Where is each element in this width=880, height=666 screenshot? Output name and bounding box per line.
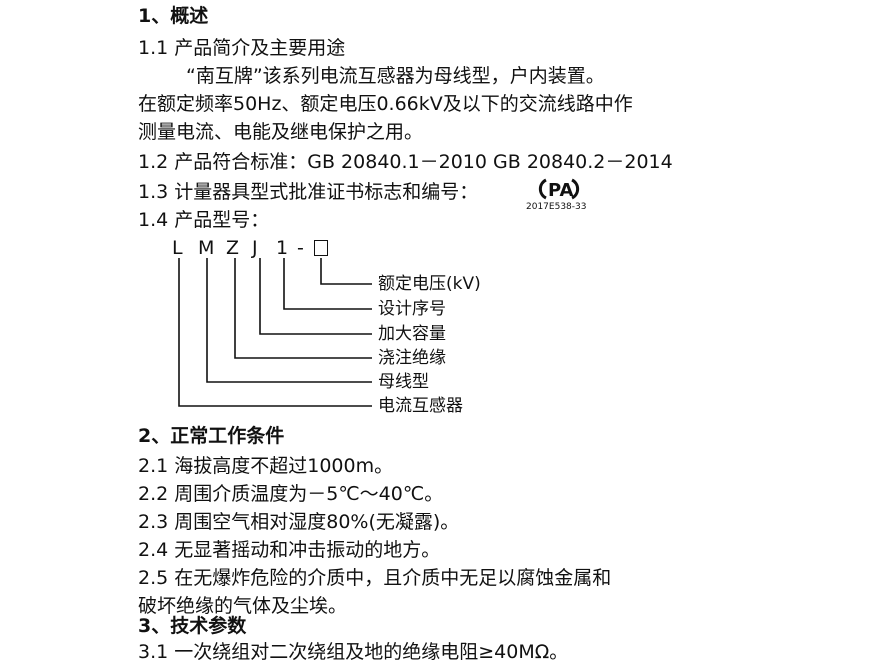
label-increased-capacity: 加大容量 [378,324,446,344]
model-digit-1: 1 [276,237,289,259]
label-rated-voltage: 额定电压(kV) [378,274,481,294]
cpa-logo-icon: PA [538,178,580,200]
condition-2-2: 2.2 周围介质温度为－5℃～40℃。 [138,483,444,505]
parameter-3-1: 3.1 一次绕组对二次绕组及地的绝缘电阻≥40MΩ。 [138,641,569,663]
model-letter-l: L [172,237,183,259]
section-1-heading: 1、概述 [138,5,209,27]
voltage-placeholder-box [314,240,328,256]
section-2-heading: 2、正常工作条件 [138,425,285,447]
model-letter-j: J [252,237,258,259]
model-letter-z: Z [226,237,240,259]
label-design-number: 设计序号 [378,299,446,319]
condition-2-5-line-1: 2.5 在无爆炸危险的介质中，且介质中无足以腐蚀金属和 [138,567,612,589]
label-current-transformer: 电流互感器 [378,396,463,416]
cpa-mark-text: PA [548,180,574,200]
model-letter-m: M [198,237,215,259]
paragraph-line-2: 在额定频率50Hz、额定电压0.66kV及以下的交流线路中作 [138,93,633,115]
condition-2-5-line-2: 破坏绝缘的气体及尘埃。 [138,595,348,617]
paragraph-line-3: 测量电流、电能及继电保护之用。 [138,121,424,143]
condition-2-3: 2.3 周围空气相对湿度80%(无凝露)。 [138,511,460,533]
section-3-heading: 3、技术参数 [138,615,247,637]
label-cast-insulation: 浇注绝缘 [378,348,446,368]
paragraph-line-1: “南互牌”该系列电流互感器为母线型，户内装置。 [186,65,605,87]
certificate-number: 2017E538-33 [526,202,587,212]
cpa-certification-mark: PA 2017E538-33 [526,178,592,214]
section-1-3-certificate: 1.3 计量器具型式批准证书标志和编号： [138,181,479,203]
label-busbar-type: 母线型 [378,372,429,392]
section-1-1-heading: 1.1 产品简介及主要用途 [138,37,346,59]
section-1-2-standards: 1.2 产品符合标准：GB 20840.1－2010 GB 20840.2－20… [138,151,673,173]
section-1-4-heading: 1.4 产品型号： [138,209,270,231]
model-dash: - [297,237,304,259]
condition-2-4: 2.4 无显著摇动和冲击振动的地方。 [138,539,441,561]
condition-2-1: 2.1 海拔高度不超过1000m。 [138,455,394,477]
